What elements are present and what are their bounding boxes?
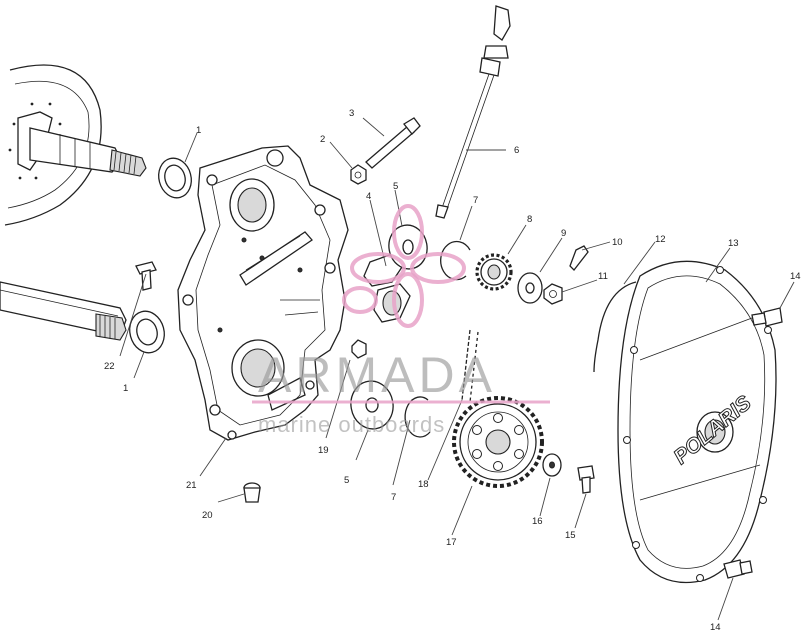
washer-9 bbox=[517, 272, 543, 304]
bolt-15 bbox=[577, 465, 595, 494]
bolt-14-lower bbox=[723, 559, 753, 579]
drive-shaft-with-disc bbox=[4, 64, 147, 226]
callout-5a: 5 bbox=[393, 181, 398, 192]
callout-6: 6 bbox=[514, 145, 519, 156]
callout-11: 11 bbox=[598, 271, 608, 282]
oil-seal-upper bbox=[158, 157, 192, 199]
bushing-20 bbox=[243, 482, 261, 503]
callout-labels: 1 1 2 3 4 5 5 6 7 7 8 9 10 11 12 13 14 1… bbox=[104, 108, 801, 630]
watermark: ARMADA marine outboards bbox=[252, 204, 550, 437]
callout-16: 16 bbox=[532, 516, 543, 527]
callout-18: 18 bbox=[418, 479, 429, 490]
callout-1a: 1 bbox=[196, 125, 201, 136]
callout-13: 13 bbox=[728, 238, 739, 249]
callout-21: 21 bbox=[186, 480, 197, 491]
snap-ring-7-upper bbox=[440, 240, 471, 281]
callout-17: 17 bbox=[446, 537, 457, 548]
callout-10: 10 bbox=[612, 237, 623, 248]
output-shaft bbox=[0, 281, 127, 341]
callout-1b: 1 bbox=[123, 383, 128, 394]
callout-9: 9 bbox=[561, 228, 566, 239]
leader-lines bbox=[119, 117, 795, 621]
nut-2 bbox=[350, 164, 367, 185]
callout-15: 15 bbox=[565, 530, 576, 541]
oil-seal-lower bbox=[129, 310, 165, 354]
callout-7b: 7 bbox=[391, 492, 396, 503]
callout-3: 3 bbox=[349, 108, 354, 119]
callout-4: 4 bbox=[366, 191, 371, 202]
callout-22: 22 bbox=[104, 361, 115, 372]
sprocket-17 bbox=[452, 396, 544, 488]
callout-5b: 5 bbox=[344, 475, 349, 486]
cover-13: POLARIS bbox=[617, 260, 777, 584]
watermark-title: ARMADA bbox=[258, 347, 496, 403]
gearcase-housing bbox=[177, 145, 349, 441]
callout-14a: 14 bbox=[790, 271, 801, 282]
bolt-22 bbox=[135, 261, 157, 291]
callout-14b: 14 bbox=[710, 622, 721, 630]
sprocket-8 bbox=[475, 253, 513, 291]
washer-16 bbox=[542, 453, 562, 477]
nut-19 bbox=[351, 339, 367, 359]
callout-12: 12 bbox=[655, 234, 666, 245]
dipstick-6 bbox=[435, 5, 511, 219]
watermark-subtitle: marine outboards bbox=[258, 412, 445, 437]
cotter-pin-10 bbox=[569, 245, 589, 271]
bolt-14-upper bbox=[751, 307, 783, 327]
callout-8: 8 bbox=[527, 214, 532, 225]
callout-7a: 7 bbox=[473, 195, 478, 206]
pin-3 bbox=[365, 117, 421, 169]
nut-11 bbox=[543, 283, 563, 305]
watermark-logo-icon bbox=[342, 204, 466, 328]
callout-2: 2 bbox=[320, 134, 325, 145]
gasket-12 bbox=[593, 281, 637, 373]
callout-19: 19 bbox=[318, 445, 329, 456]
snap-ring-7-lower bbox=[404, 396, 431, 438]
callout-20: 20 bbox=[202, 510, 213, 521]
